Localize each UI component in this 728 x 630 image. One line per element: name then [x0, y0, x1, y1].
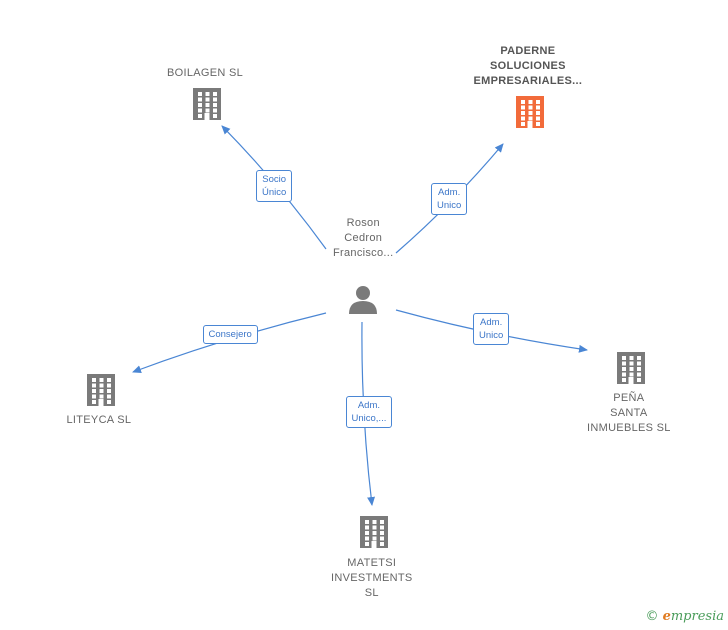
building-icon-liteyca[interactable] — [87, 374, 115, 406]
brand-initial: e — [662, 609, 671, 624]
edge-label-paderne[interactable]: Adm. Unico — [431, 183, 468, 215]
person-name[interactable]: Roson Cedron Francisco... — [333, 216, 394, 259]
edge-label-matetsi[interactable]: Adm. Unico,... — [345, 396, 393, 428]
edge-label-boilagen[interactable]: Socio Único — [256, 170, 293, 202]
company-name-pena[interactable]: PEÑA SANTA INMUEBLES SL — [587, 392, 671, 434]
edge-label-pena[interactable]: Adm. Unico — [473, 313, 510, 345]
building-icon-matetsi[interactable] — [360, 516, 388, 548]
company-name-matetsi[interactable]: MATETSI INVESTMENTS SL — [331, 557, 413, 599]
brand-rest: mpresia — [670, 609, 724, 624]
company-name-boilagen[interactable]: BOILAGEN SL — [167, 67, 244, 79]
company-name-liteyca[interactable]: LITEYCA SL — [66, 414, 132, 426]
edge-label-liteyca[interactable]: Consejero — [202, 324, 258, 344]
company-name-paderne[interactable]: PADERNE SOLUCIONES EMPRESARIALES... — [473, 45, 583, 87]
building-icon-boilagen[interactable] — [193, 88, 221, 120]
person-icon[interactable] — [349, 286, 377, 314]
empresia-logo: © empresia — [645, 609, 724, 624]
building-icon-pena[interactable] — [617, 352, 645, 384]
copyright-symbol: © — [645, 609, 659, 624]
building-icon-paderne[interactable] — [516, 96, 544, 128]
